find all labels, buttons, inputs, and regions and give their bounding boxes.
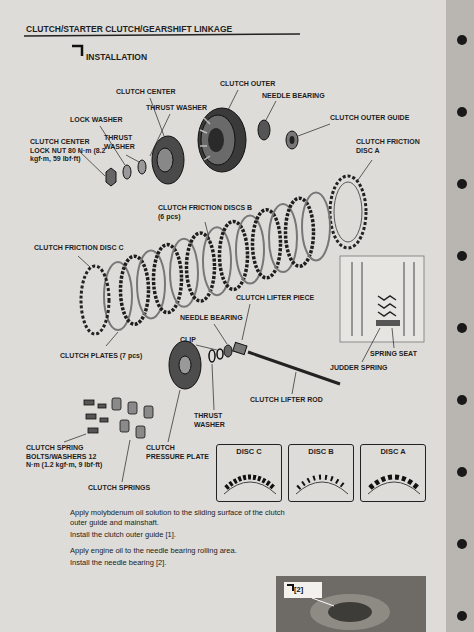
leader-lines [64,90,394,482]
disc-box: DISC A [360,444,426,502]
part-label: NEEDLE BEARING [180,314,243,323]
instruction-text: Install the clutch outer guide [1]. [70,530,285,540]
friction-disc-a [330,176,366,248]
title-rule [24,34,300,36]
clutch-outer [198,108,246,172]
lock-nut [106,168,116,186]
binder-holes [457,35,467,621]
inset-photo [276,576,426,632]
disc-box-label: DISC B [289,445,353,457]
disc-profiles [224,477,420,494]
instruction-text: Apply engine oil to the needle bearing r… [70,546,285,556]
spring-bolts [84,400,108,433]
part-label: NEEDLE BEARING [262,92,325,101]
section-icon [72,46,82,56]
section-heading: INSTALLATION [86,52,147,62]
disc-ring [302,192,330,260]
part-label: CLUTCH FRICTION DISC C [34,244,123,253]
disc-box-label: DISC C [217,445,281,457]
needle-bearing [258,120,270,140]
part-label: SPRING SEAT [370,350,417,359]
lifter-piece [233,342,247,354]
part-label: CLUTCH SPRING BOLTS/WASHERS 12 N·m (1.2 … [26,444,110,470]
part-label: LOCK WASHER [70,116,123,125]
part-label: THRUST WASHER [194,412,242,429]
part-label: CLUTCH LIFTER ROD [250,396,323,405]
judder-spring-inset [340,256,424,342]
part-label: CLUTCH FRICTION DISCS B (6 pcs) [158,204,258,221]
thrust-washer [138,160,146,174]
needle-bearing-2 [224,345,232,357]
part-label: CLIP [180,336,196,345]
part-label: CLUTCH PRESSURE PLATE [146,444,210,461]
callout-number: [2] [294,585,303,595]
instruction-text: Install the needle bearing [2]. [70,558,285,568]
part-label: CLUTCH FRICTION DISC A [356,138,428,155]
disc-box: DISC C [216,444,282,502]
disc-stack [104,192,330,330]
lock-washer [123,165,131,179]
part-label: CLUTCH OUTER GUIDE [330,114,409,123]
part-label: THRUST WASHER [146,104,207,113]
part-label: CLUTCH CENTER [116,88,176,97]
part-label: CLUTCH CENTER LOCK NUT 80 N·m (8.2 kgf·m… [30,138,106,164]
part-label: THRUST WASHER [104,134,146,151]
part-label: JUDDER SPRING [330,364,388,373]
part-label: CLUTCH SPRINGS [88,484,150,493]
lifter-rod [248,352,340,384]
page-title: CLUTCH/STARTER CLUTCH/GEARSHIFT LINKAGE [26,24,232,34]
clip [217,349,223,359]
clutch-springs [112,398,153,438]
page-edge [446,0,474,632]
pressure-plate [169,341,201,389]
outer-guide [286,131,298,149]
part-label: CLUTCH OUTER [220,80,275,89]
disc-box-label: DISC A [361,445,425,457]
clutch-center [152,136,184,184]
part-label: CLUTCH PLATES (7 pcs) [60,352,142,361]
instruction-text: Apply molybdenum oil solution to the sli… [70,508,285,527]
part-label: CLUTCH LIFTER PIECE [236,294,314,303]
thrust-washer-2 [209,350,215,362]
disc-box: DISC B [288,444,354,502]
friction-disc-c [81,266,109,334]
